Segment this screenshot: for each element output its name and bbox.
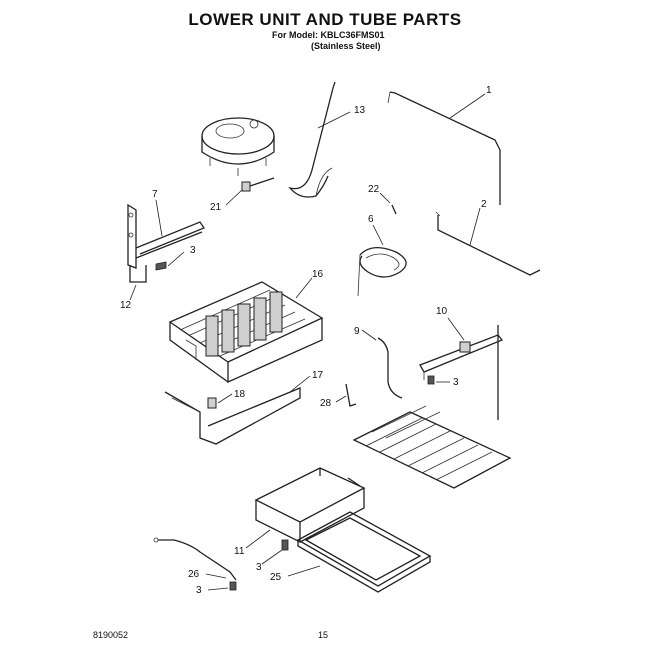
wire-grid-tray xyxy=(352,405,512,489)
callout-1: 1 xyxy=(486,85,492,96)
callout-9: 9 xyxy=(354,326,360,337)
callout-25: 25 xyxy=(270,572,282,583)
callout-3-upper-left: 3 xyxy=(190,245,196,256)
part-3-screw-c xyxy=(261,539,289,565)
compressor-drawing xyxy=(201,117,275,176)
callout-11: 11 xyxy=(234,546,245,557)
callout-12: 12 xyxy=(120,300,132,311)
footer-page-number: 15 xyxy=(318,630,329,640)
callout-7: 7 xyxy=(152,189,158,200)
part-3-screw-d xyxy=(207,581,237,591)
part-22-screw xyxy=(379,192,397,215)
part-28-clip xyxy=(335,383,357,407)
callout-22: 22 xyxy=(368,184,380,195)
callout-10: 10 xyxy=(436,306,448,317)
callout-2: 2 xyxy=(481,199,487,210)
part-7-bracket xyxy=(127,199,205,269)
model-line: For Model: KBLC36FMS01 xyxy=(272,30,385,40)
part-6-coil xyxy=(357,224,407,297)
callout-3-bottom-left: 3 xyxy=(196,585,202,596)
callout-6: 6 xyxy=(368,214,374,225)
part-9-tube xyxy=(361,329,403,399)
part-13-tube xyxy=(288,81,351,198)
page-title: LOWER UNIT AND TUBE PARTS xyxy=(188,10,462,29)
footer-doc-number: 8190052 xyxy=(93,630,129,640)
part-17-drain-heater xyxy=(164,375,311,445)
part-3-screw-a xyxy=(155,251,185,271)
callout-26: 26 xyxy=(188,569,200,580)
model-note: (Stainless Steel) xyxy=(311,41,381,51)
part-25-drain-pan xyxy=(287,511,432,593)
callout-21: 21 xyxy=(210,202,222,213)
part-3-screw-b xyxy=(427,375,450,385)
part-10-bracket xyxy=(419,317,504,420)
callout-3-right: 3 xyxy=(453,377,459,388)
callout-28: 28 xyxy=(320,398,332,409)
callout-13: 13 xyxy=(354,105,366,116)
callout-18: 18 xyxy=(234,389,246,400)
part-16-heater xyxy=(168,277,324,384)
part-18-fastener xyxy=(207,393,233,409)
part-1-tube xyxy=(387,91,501,205)
part-11-frame xyxy=(245,467,366,549)
callout-3-middle: 3 xyxy=(256,562,262,573)
part-26-clamp xyxy=(153,537,237,581)
part-12-clip xyxy=(129,265,147,301)
part-21-relay xyxy=(225,177,275,206)
callout-17: 17 xyxy=(312,370,324,381)
part-2-tube xyxy=(435,207,541,276)
callout-16: 16 xyxy=(312,269,324,280)
